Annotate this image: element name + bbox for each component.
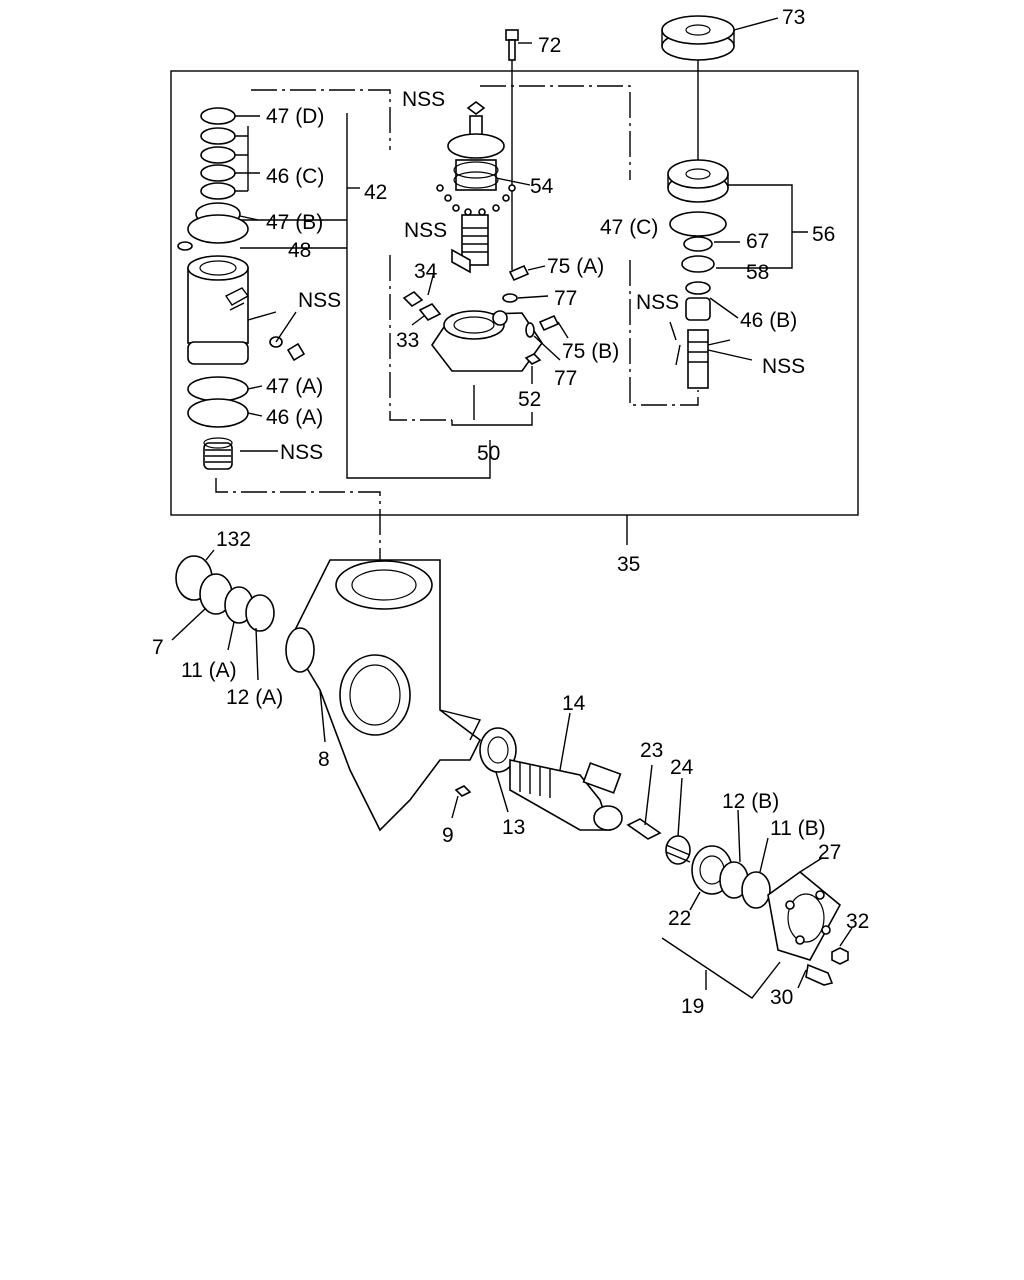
- bearing-67: [683, 236, 713, 252]
- washer-77b: [525, 322, 535, 338]
- ball-bearings: [436, 184, 516, 216]
- callout-47c: 47 (C): [600, 216, 658, 239]
- callout-nss-right: NSS: [636, 291, 679, 314]
- plug-nut: [203, 437, 233, 470]
- seal-11b: [741, 871, 771, 909]
- o-ring-48: [177, 241, 193, 251]
- callout-33: 33: [396, 329, 419, 352]
- bolt-30: [805, 963, 834, 986]
- callout-nss-top: NSS: [402, 88, 445, 111]
- sector-shaft-14: [509, 759, 623, 831]
- callout-48: 48: [288, 239, 311, 262]
- callout-46a: 46 (A): [266, 406, 323, 429]
- callout-labels: 72 73 47 (D) 46 (C) 47 (B) 48 42 NSS 54 …: [152, 6, 869, 1018]
- ring-46b: [685, 281, 711, 295]
- callout-46c: 46 (C): [266, 165, 324, 188]
- control-valve-54: [447, 101, 505, 274]
- callout-73: 73: [782, 6, 805, 29]
- callout-8: 8: [318, 748, 330, 771]
- bolt-34: [402, 290, 424, 308]
- callout-30: 30: [770, 986, 793, 1009]
- dust-cover-73: [661, 15, 735, 61]
- ring-46a: [187, 398, 249, 428]
- callout-11a: 11 (A): [181, 659, 237, 682]
- callout-nss-mid: NSS: [404, 219, 447, 242]
- bearing-13: [479, 727, 517, 773]
- callout-32: 32: [846, 910, 869, 933]
- bearing-58: [681, 255, 715, 273]
- callout-75a: 75 (A): [547, 255, 604, 278]
- callout-nss-left: NSS: [298, 289, 341, 312]
- callout-42: 42: [364, 181, 387, 204]
- callout-35: 35: [617, 553, 640, 576]
- callout-34: 34: [414, 260, 438, 283]
- washer-77a: [502, 293, 518, 303]
- callout-58: 58: [746, 261, 769, 284]
- callout-77b: 77: [554, 367, 577, 390]
- adjuster-56: [667, 159, 729, 203]
- callout-23: 23: [640, 739, 663, 762]
- callout-46b: 46 (B): [740, 309, 797, 332]
- callout-12a: 12 (A): [226, 686, 283, 709]
- callout-nss-left2: NSS: [280, 441, 323, 464]
- input-shaft: [685, 297, 711, 389]
- gear-housing-8: [285, 559, 482, 832]
- callout-54: 54: [530, 175, 554, 198]
- ring-12a: [245, 594, 275, 632]
- adjust-screw-23: [626, 818, 662, 840]
- callout-13: 13: [502, 816, 525, 839]
- callout-72: 72: [538, 34, 561, 57]
- seal-stack-47d-46c: [187, 107, 260, 244]
- assembly-frame-box: [170, 70, 859, 516]
- callout-9: 9: [442, 824, 454, 847]
- valve-housing: [187, 255, 306, 365]
- callout-12b: 12 (B): [722, 790, 779, 813]
- callout-132: 132: [216, 528, 251, 551]
- seal-47a: [187, 376, 249, 402]
- callout-22: 22: [668, 907, 691, 930]
- callout-52: 52: [518, 388, 541, 411]
- callout-50: 50: [477, 442, 500, 465]
- callout-24: 24: [670, 756, 694, 779]
- callout-19: 19: [681, 995, 704, 1018]
- callout-77a: 77: [554, 287, 577, 310]
- callout-47a: 47 (A): [266, 375, 323, 398]
- callout-56: 56: [812, 223, 835, 246]
- callout-7: 7: [152, 636, 164, 659]
- seal-47c: [669, 211, 727, 237]
- callout-11b: 11 (B): [770, 817, 826, 840]
- callout-47b: 47 (B): [266, 211, 323, 234]
- plug-9: [454, 785, 472, 797]
- bolt-72: [505, 29, 519, 61]
- callout-47d: 47 (D): [266, 105, 324, 128]
- fitting-33: [418, 302, 442, 322]
- fitting-75a: [508, 264, 530, 282]
- fitting-75b: [538, 314, 560, 332]
- callout-nss-right2: NSS: [762, 355, 805, 378]
- valve-body-housing: [431, 310, 543, 372]
- callout-14: 14: [562, 692, 586, 715]
- nut-32: [831, 947, 849, 965]
- callout-67: 67: [746, 230, 769, 253]
- callout-75b: 75 (B): [562, 340, 619, 363]
- cover-27: [767, 870, 842, 961]
- plug-52: [524, 353, 542, 365]
- callout-27: 27: [818, 841, 841, 864]
- spring-24: [665, 835, 691, 865]
